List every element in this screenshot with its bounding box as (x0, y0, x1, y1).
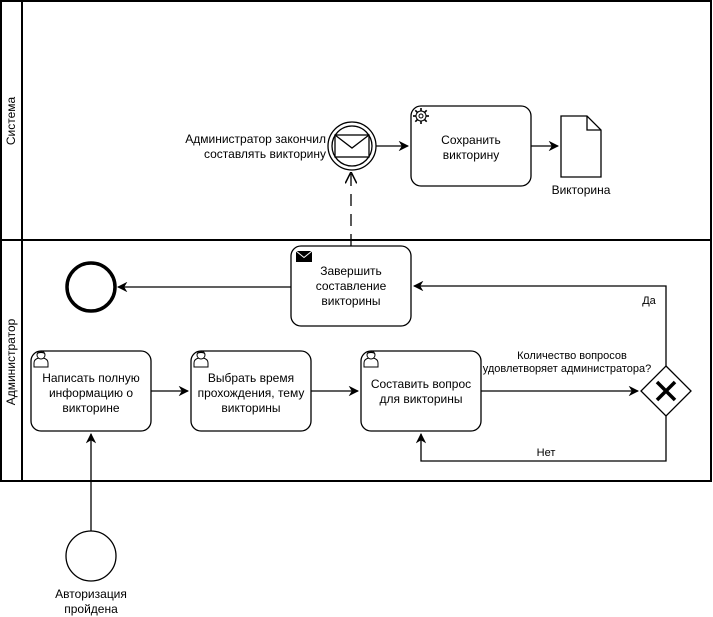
task-write-info[interactable]: Написать полную информацию о викторине (30, 350, 152, 432)
flow-gateway-yes[interactable] (412, 280, 667, 366)
flow-label-no: Нет (537, 447, 556, 459)
task-save-quiz-line1: Сохранить (441, 133, 501, 147)
task-save-quiz[interactable]: Сохранить викторину (410, 105, 532, 187)
start-event[interactable] (65, 530, 117, 582)
document-icon (560, 115, 602, 178)
exclusive-gateway[interactable] (640, 365, 692, 417)
task-choose-time-line3: викторины (221, 401, 280, 415)
lane-admin: Администратор (4, 318, 18, 405)
task-finish-quiz-line1: Завершить (320, 264, 382, 278)
message-event-label-line1: Администратор закончил (185, 132, 326, 146)
gear-icon (413, 108, 429, 124)
start-event-label-line1: Авторизация (55, 587, 127, 601)
envelope-filled-icon (295, 250, 313, 262)
envelope-icon (334, 134, 370, 158)
task-choose-time[interactable]: Выбрать время прохождения, тему викторин… (190, 350, 312, 432)
end-event[interactable] (65, 261, 117, 313)
user-icon (33, 350, 49, 368)
lane-system: Система (4, 97, 18, 146)
gateway-label-line1: Количество вопросов (517, 350, 627, 362)
task-write-info-line2: информацию о (49, 386, 133, 400)
x-icon (655, 380, 677, 402)
flow-gateway-no[interactable] (415, 416, 667, 462)
task-finish-quiz-line2: составление (316, 279, 387, 293)
gateway-label-line2: удовлетворяет администратора? (483, 363, 652, 375)
user-icon (193, 350, 209, 368)
task-choose-time-line1: Выбрать время (208, 371, 294, 385)
task-finish-quiz-line3: викторины (321, 294, 380, 308)
task-choose-time-line2: прохождения, тему (198, 386, 305, 400)
task-finish-quiz[interactable]: Завершить составление викторины (290, 245, 412, 327)
task-write-info-line1: Написать полную (42, 371, 140, 385)
sequence-flows (85, 140, 667, 531)
task-write-info-line3: викторине (62, 401, 120, 415)
user-icon (363, 350, 379, 368)
task-compose-question[interactable]: Составить вопрос для викторины (360, 350, 482, 432)
task-compose-question-line2: для викторины (380, 392, 463, 406)
message-catch-event[interactable] (327, 121, 377, 171)
lane-label-admin: Администратор (4, 318, 18, 405)
data-object-label: Викторина (552, 183, 611, 197)
message-event-label-line2: составлять викторину (204, 147, 326, 161)
lane-label-system: Система (4, 97, 18, 146)
data-object-quiz[interactable] (560, 115, 602, 178)
flow-label-yes: Да (642, 295, 656, 307)
start-event-label-line2: пройдена (64, 602, 118, 616)
task-compose-question-line1: Составить вопрос (371, 377, 471, 391)
task-save-quiz-line2: викторину (443, 148, 500, 162)
